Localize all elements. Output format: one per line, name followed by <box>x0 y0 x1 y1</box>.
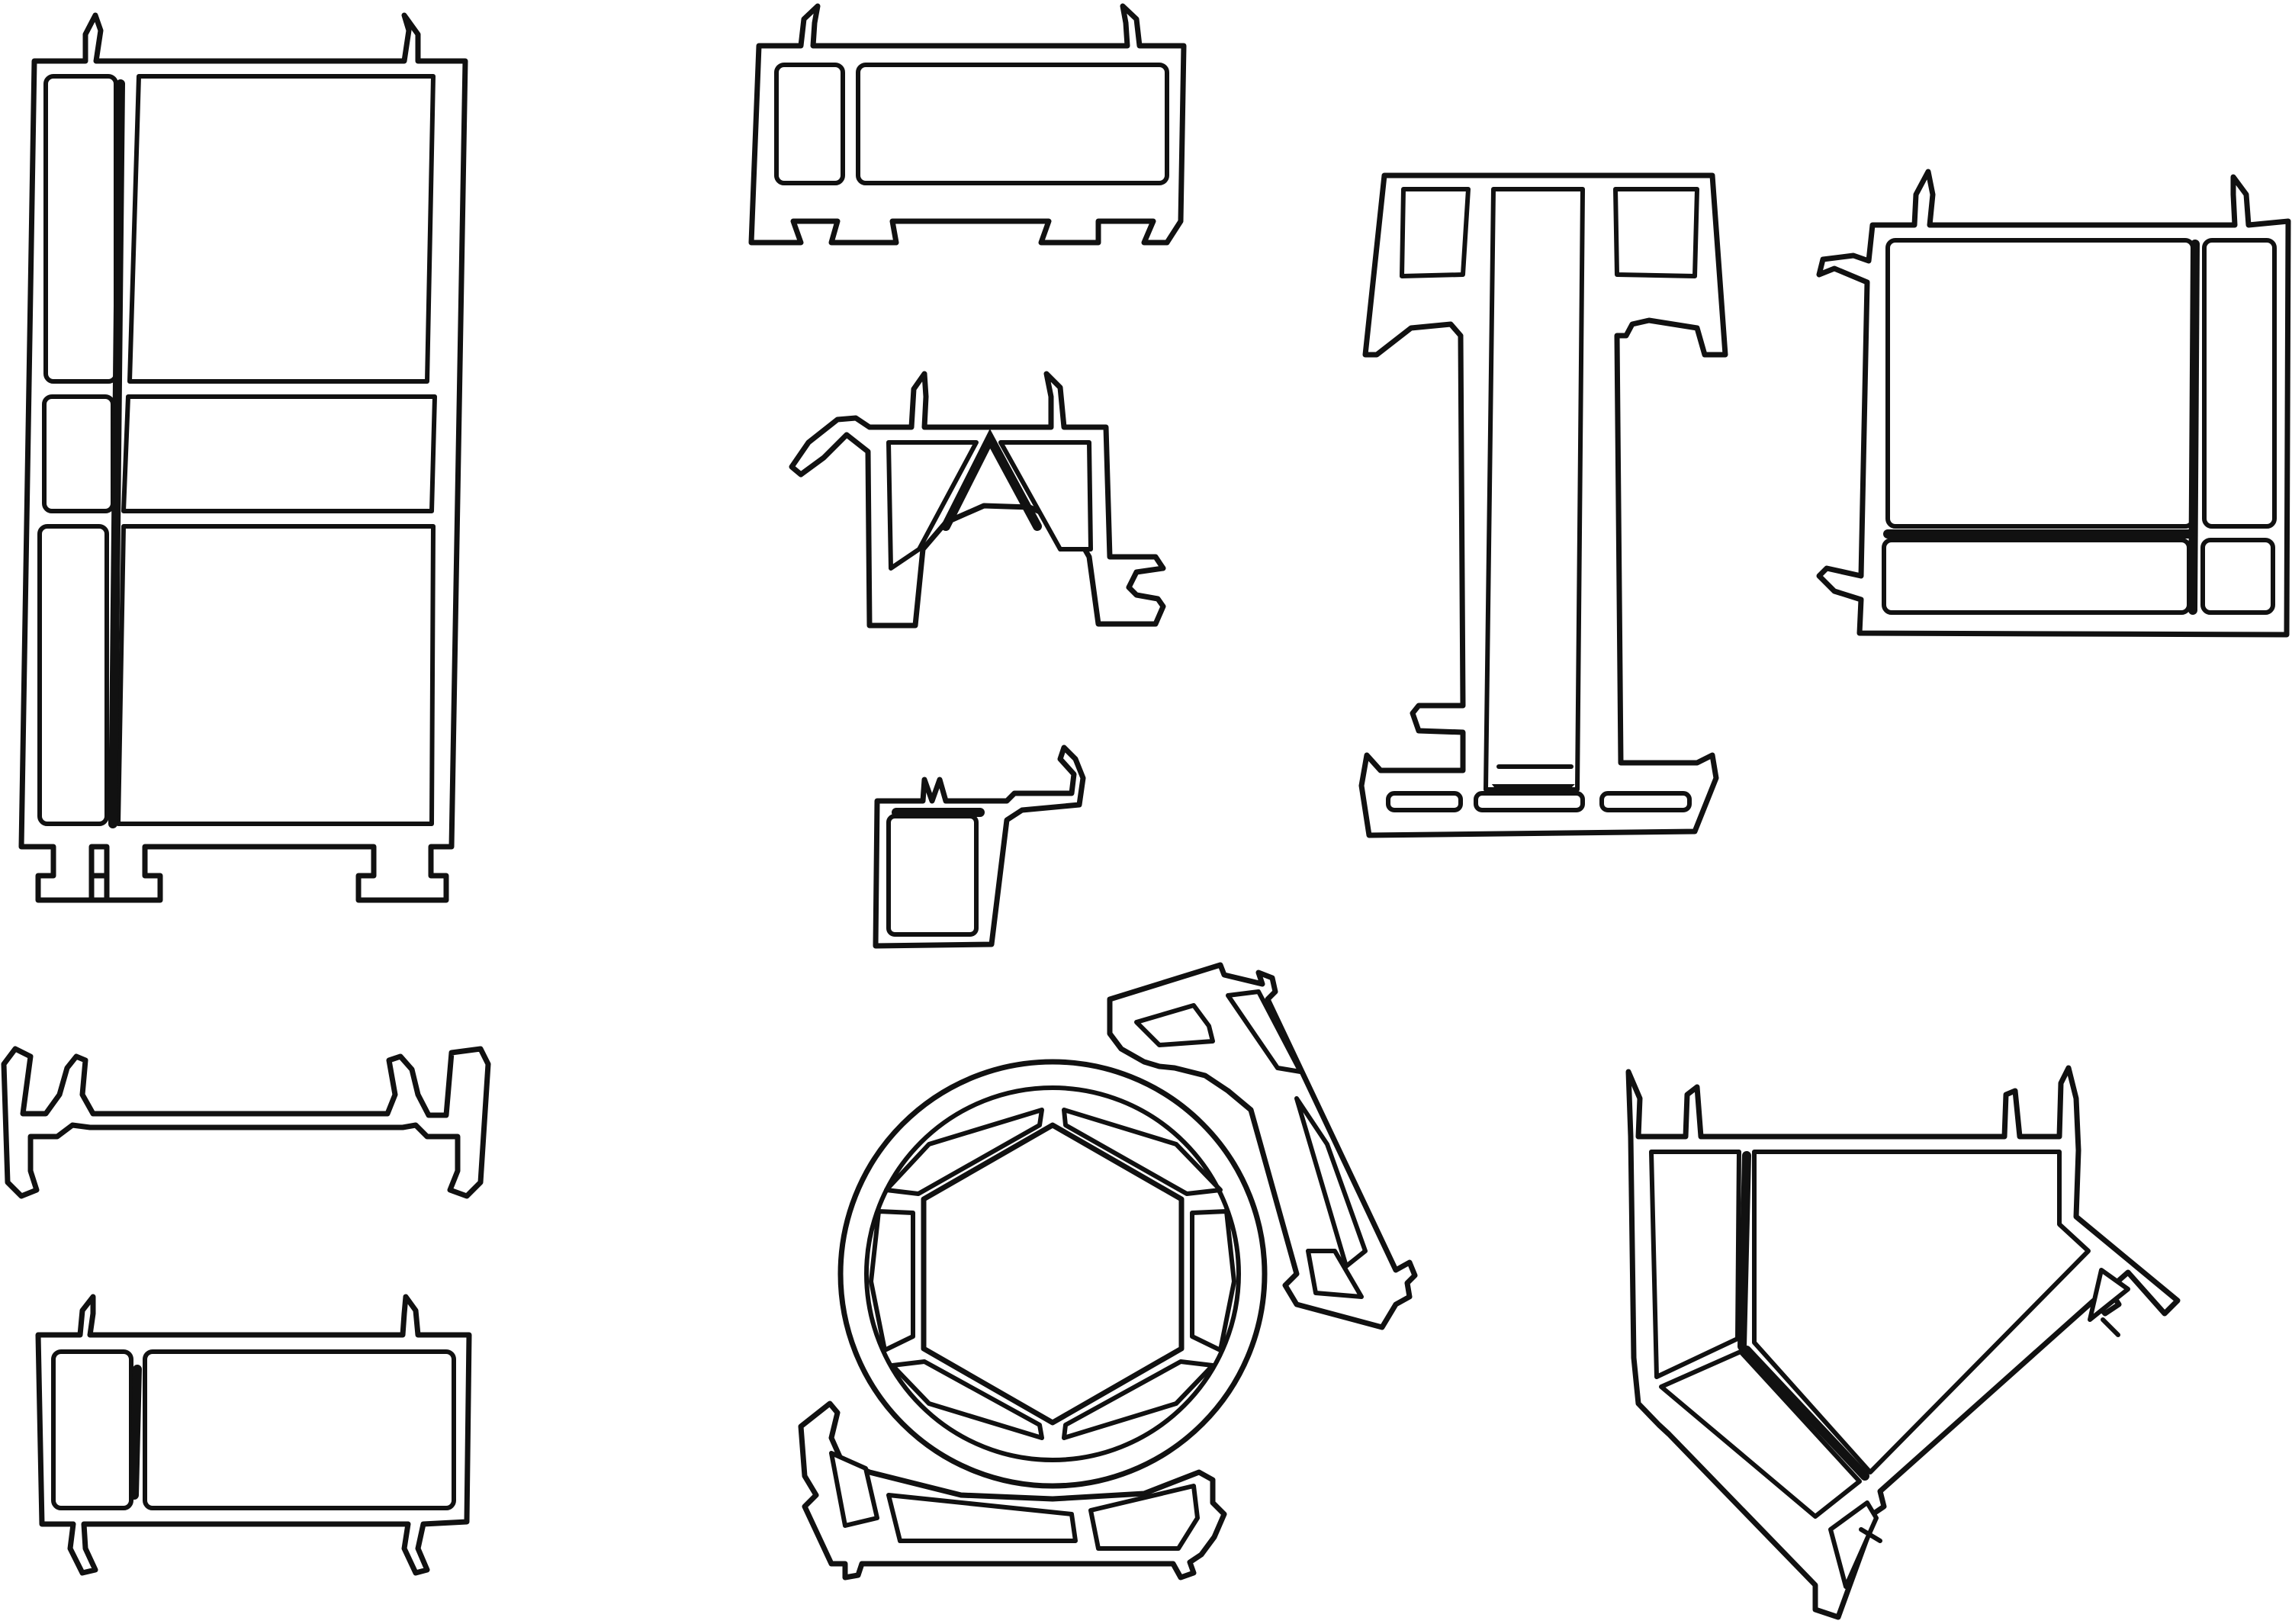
tall-triple-chamber-frame <box>18 12 468 903</box>
small-bead-profile <box>873 744 1086 949</box>
angled-bay-frame <box>1625 1065 2181 1620</box>
t-mullion-profile <box>1358 172 1728 838</box>
square-corner-frame <box>1816 169 2291 638</box>
sash-profile-top <box>748 3 1187 246</box>
round-hexagon-coupling-profile <box>798 962 1418 1581</box>
glazing-bead-profile <box>789 371 1166 629</box>
h-coupling-profile <box>1 1046 491 1199</box>
twin-chamber-frame <box>35 1294 472 1576</box>
